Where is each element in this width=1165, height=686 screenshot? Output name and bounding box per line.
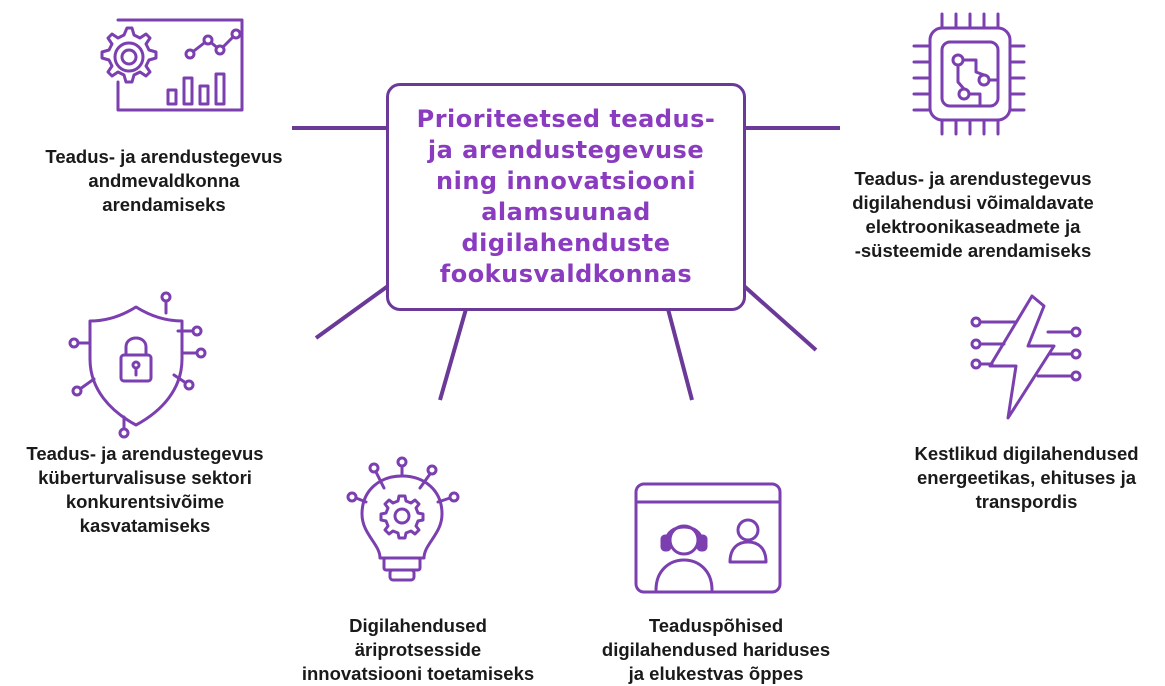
item-label-cybersecurity: Teadus- ja arendustegevus küberturvalisu… <box>26 443 264 536</box>
item-label-education: Teaduspõhised digilahendused hariduses j… <box>601 615 831 684</box>
center-box: Prioriteetsed teadus- ja arendustegevuse… <box>386 83 746 311</box>
gear-chart-icon <box>94 12 244 112</box>
shield-lock-icon <box>66 291 212 439</box>
center-title: Prioriteetsed teadus- ja arendustegevuse… <box>416 105 716 288</box>
video-call-icon <box>634 482 782 594</box>
item-label-energy: Kestlikud digilahendused energeetikas, e… <box>914 443 1139 512</box>
item-label-business: Digilahendused äriprotsesside innovatsio… <box>301 615 535 684</box>
connector-right <box>742 284 818 352</box>
item-label-electronics: Teadus- ja arendustegevus digilahendusi … <box>852 168 1094 261</box>
connector-bottom-left <box>438 308 468 401</box>
item-label-data: Teadus- ja arendustegevus andmevaldkonna… <box>45 146 283 215</box>
chip-icon <box>912 12 1026 138</box>
lightning-icon <box>970 292 1082 422</box>
lightbulb-gear-icon <box>346 456 460 598</box>
connector-bottom-right <box>666 308 694 401</box>
connector-left <box>314 284 390 340</box>
